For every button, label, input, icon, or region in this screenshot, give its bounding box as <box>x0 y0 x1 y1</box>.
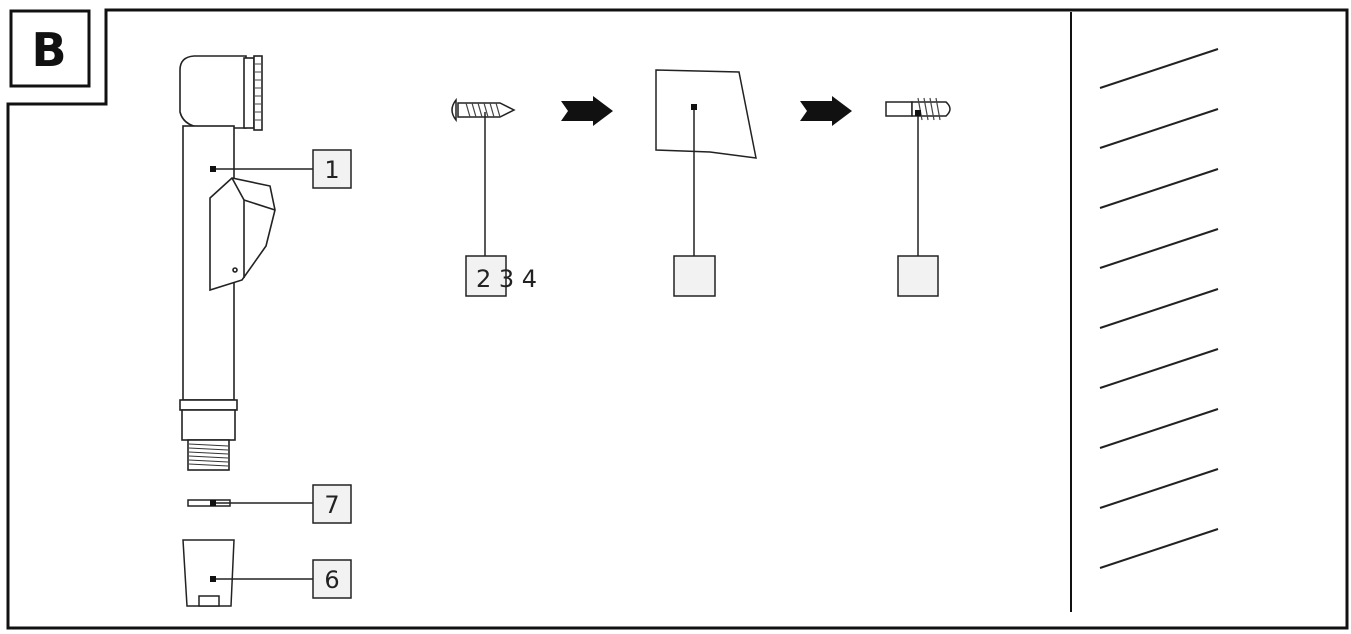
wall-hatch-icon <box>1099 48 1219 569</box>
wall-piece-icon <box>655 69 757 159</box>
panel-frame <box>6 8 1349 630</box>
leader-dots <box>210 104 921 582</box>
holder-icon <box>182 539 235 607</box>
leader-lines <box>213 108 919 580</box>
arrow-right-icon-2 <box>800 96 852 126</box>
shower-head-icon <box>179 55 276 471</box>
callout-label-6: 6 <box>324 566 339 594</box>
callout-7: 7 <box>312 484 352 524</box>
callout-label-1: 1 <box>324 156 339 184</box>
callout-screw: 2 3 4 <box>465 255 537 297</box>
callout-1: 1 <box>312 149 352 189</box>
callout-label-7: 7 <box>324 491 339 519</box>
callout-label-screw: 2 3 4 <box>476 265 537 293</box>
dowel-icon <box>885 97 951 121</box>
panel-letter: B <box>31 23 66 77</box>
callout-6: 6 <box>312 559 352 599</box>
callout-wall-piece <box>673 255 716 297</box>
arrow-right-icon <box>561 96 613 126</box>
panel-letter-box: B <box>9 9 91 88</box>
callout-dowel <box>897 255 939 297</box>
screw-icon <box>451 97 516 123</box>
